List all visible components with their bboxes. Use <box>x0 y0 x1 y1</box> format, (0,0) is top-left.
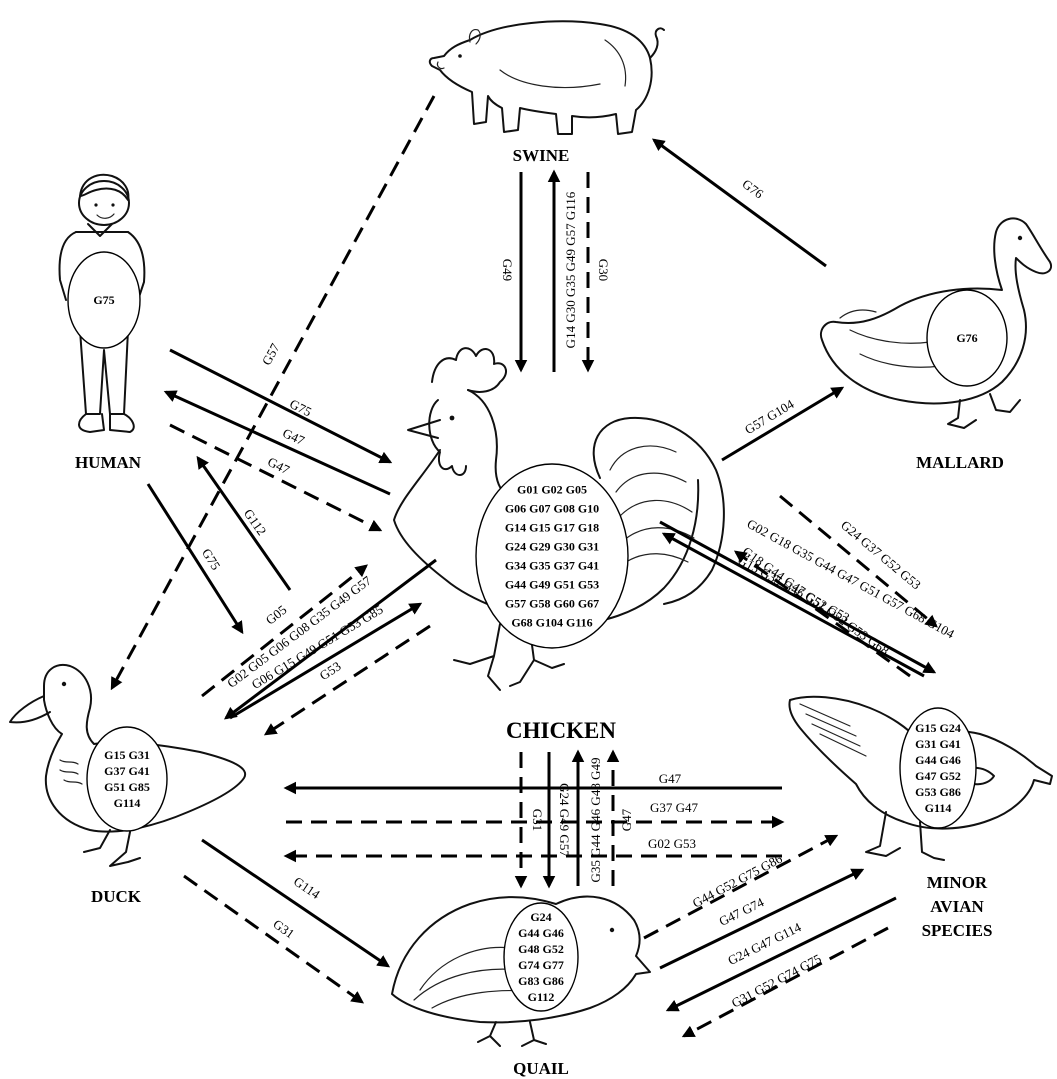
quail-genotype-line: G74 G77 <box>518 958 564 972</box>
transmission-label: G24 G47 G114 <box>725 919 804 968</box>
transmission-label: G76 <box>739 176 766 202</box>
minor-genotype-line: G15 G24 <box>915 721 961 735</box>
transmission-label: G114 <box>291 874 323 903</box>
minor-avian-label-3: SPECIES <box>922 921 993 940</box>
transmission-label: G05 <box>263 602 290 628</box>
human-genotype-oval: G75 <box>68 252 140 348</box>
human-genotype-text: G75 <box>93 293 114 307</box>
quail-genotype-line: G112 <box>528 990 555 1004</box>
duck-genotype-line: G15 G31 <box>104 748 150 762</box>
transmission-arrow-chicken-to-mallard <box>722 388 842 460</box>
minor-genotype-line: G114 <box>925 801 952 815</box>
transmission-label: G02 G53 <box>648 836 696 851</box>
quail-label: QUAIL <box>513 1059 569 1078</box>
chicken-genotype-line: G24 G29 G30 G31 <box>505 540 599 554</box>
mallard-genotype-line: G76 <box>956 331 977 345</box>
minor-genotype-line: G31 G41 <box>915 737 961 751</box>
duck-genotype-line: G114 <box>114 796 141 810</box>
human-genotype-line: G75 <box>93 293 114 307</box>
mallard-genotype-oval: G76 <box>927 290 1007 386</box>
quail-genotype-line: G48 G52 <box>518 942 564 956</box>
quail-genotype-line: G24 <box>530 910 551 924</box>
chicken-genotype-line: G06 G07 G08 G10 <box>505 502 599 516</box>
minor-genotype-line: G47 G52 <box>915 769 961 783</box>
chicken-genotype-line: G34 G35 G37 G41 <box>505 559 599 573</box>
transmission-label: G35 G44 G46 G48 G49 <box>588 758 603 883</box>
mallard-genotype-text: G76 <box>956 331 977 345</box>
duck-label: DUCK <box>91 887 142 906</box>
transmission-label: G44 G52 G75 G86 <box>690 850 785 910</box>
transmission-label: G31 <box>530 809 545 831</box>
transmission-label: G30 <box>596 259 611 281</box>
swine-illustration <box>430 21 664 134</box>
transmission-arrow-human-to-duck <box>148 484 242 632</box>
minor-genotype-line: G44 G46 <box>915 753 961 767</box>
transmission-label: G37 G47 <box>650 800 699 815</box>
transmission-label: G57 <box>259 340 283 367</box>
human-label: HUMAN <box>75 453 142 472</box>
transmission-label: G49 <box>500 259 515 281</box>
minor-genotype-line: G53 G86 <box>915 785 961 799</box>
transmission-label: G31 <box>270 916 297 941</box>
transmission-arrow-duck-to-quail <box>184 876 362 1002</box>
transmission-arrow-chicken-to-human <box>166 392 390 494</box>
chicken-genotype-line: G01 G02 G05 <box>517 483 587 497</box>
swine-label: SWINE <box>513 146 570 165</box>
transmission-label: G24 G49 G57 <box>557 783 572 857</box>
chicken-genotype-line: G57 G58 G60 G67 <box>505 597 599 611</box>
chicken-genotype-line: G68 G104 G116 <box>511 616 592 630</box>
quail-genotype-line: G44 G46 <box>518 926 564 940</box>
chicken-genotype-line: G14 G15 G17 G18 <box>505 521 599 535</box>
transmission-label: G14 G30 G35 G49 G57 G116 <box>563 191 578 348</box>
duck-genotype-line: G37 G41 <box>104 764 150 778</box>
mallard-label: MALLARD <box>916 453 1004 472</box>
transmission-label: G112 <box>241 506 270 538</box>
transmission-label: G47 G74 <box>716 894 766 929</box>
transmission-arrow-duck-to-quail <box>202 840 388 966</box>
minor-avian-label-2: AVIAN <box>930 897 984 916</box>
transmission-arrow-minor-to-quail <box>668 898 896 1010</box>
transmission-label: G47 <box>619 808 634 831</box>
duck-genotype-line: G51 G85 <box>104 780 150 794</box>
transmission-label: G75 <box>287 396 314 420</box>
chicken-genotype-line: G44 G49 G51 G53 <box>505 578 599 592</box>
minor-avian-label-1: MINOR <box>927 873 988 892</box>
chicken-label: CHICKEN <box>506 718 616 743</box>
transmission-arrow-mallard-to-swine <box>654 140 826 266</box>
transmission-label: G47 <box>659 771 682 786</box>
quail-genotype-line: G83 G86 <box>518 974 564 988</box>
